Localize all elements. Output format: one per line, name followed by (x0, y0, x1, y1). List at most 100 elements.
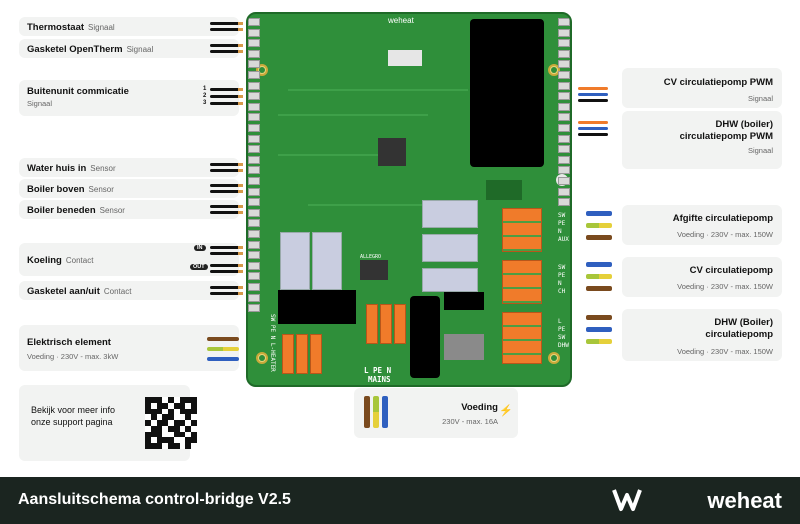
card-cv-pomp: CV circulatiepomp Voeding · 230V - max. … (622, 257, 782, 297)
qr-code[interactable] (145, 397, 197, 449)
label-gasketel-aan: Gasketel aan/uit (27, 286, 100, 297)
header-pin-right (558, 124, 570, 132)
terminal-mains-2 (380, 304, 392, 344)
sub-elektrisch: Voeding · 230V - max. 3kW (27, 352, 119, 361)
label-thermostaat: Thermostaat (27, 22, 85, 33)
header-pin-right (558, 145, 570, 154)
header-pin-left (248, 261, 260, 270)
relay-4 (422, 234, 478, 262)
koeling-in-badge: IN (194, 245, 206, 251)
header-pin-left (248, 92, 260, 101)
label-cv-pwm: CV circulatiepomp PWM (663, 77, 773, 88)
relay-2 (312, 232, 342, 290)
terminal-dhw (502, 312, 542, 364)
pcb-mains-pins: L PE N (364, 366, 392, 375)
header-pin-left (248, 155, 260, 164)
sub-thermostaat: Signaal (88, 23, 115, 32)
pcb-dhw-label: L PE SW DHW (558, 318, 569, 349)
pcb-allegro-chip (360, 260, 388, 280)
header-pin-left (248, 304, 260, 313)
label-water-huis: Water huis in (27, 163, 87, 174)
sub-gasketel-ot: Signaal (126, 45, 154, 54)
header-pin-right (558, 92, 570, 101)
wire-number-1: 1 (203, 86, 207, 92)
card-elektrisch: Elektrisch element Voeding · 230V - max.… (19, 325, 239, 371)
card-cv-pwm: CV circulatiepomp PWM Signaal (622, 68, 782, 108)
relay-1 (280, 232, 310, 290)
header-pin-right (558, 71, 570, 79)
card-support[interactable]: Bekijk voor meer info onze support pagin… (19, 385, 197, 461)
header-pin-left (248, 39, 260, 48)
relay-3 (422, 200, 478, 228)
pcb-mains-label: MAINS (368, 375, 391, 384)
pcb-board: weheat ALLEGRO L PE N MAINS SW PE N L (246, 12, 572, 387)
header-pin-left (248, 198, 260, 207)
label-gasketel-ot: Gasketel OpenTherm (27, 44, 123, 55)
footer-bar: Aansluitschema control-bridge V2.5 wehea… (0, 477, 800, 524)
header-pin-left (248, 293, 260, 302)
header-pin-left (248, 283, 260, 291)
header-pin-left (248, 81, 260, 90)
support-text: Bekijk voor meer info onze support pagin… (31, 405, 116, 427)
sub-koeling: Contact (65, 256, 94, 265)
koeling-out-badge: OUT (190, 264, 208, 270)
label-afgifte: Afgifte circulatiepomp (672, 213, 773, 224)
header-pin-left (248, 124, 260, 132)
header-pin-right (558, 49, 570, 58)
header-pin-right (558, 166, 570, 175)
header-pin-right (558, 177, 570, 185)
bolt-icon: ⚡ (499, 405, 513, 417)
pcb-redacted-block-4 (444, 292, 484, 310)
pcb-aux-label: SW PE N AUX (558, 212, 569, 243)
terminal-heater-3 (310, 334, 322, 374)
pcb-heater-label: SW PE N L-HEATER (269, 314, 276, 372)
header-pin-left (248, 71, 260, 79)
sub-cv-pomp: Voeding · 230V - max. 150W (677, 282, 773, 291)
header-pin-left (248, 208, 260, 217)
header-pin-left (248, 230, 260, 238)
header-pin-right (558, 18, 570, 26)
label-boiler-beneden: Boiler beneden (27, 205, 96, 216)
label-elektrisch: Elektrisch element (27, 337, 111, 348)
card-afgifte: Afgifte circulatiepomp Voeding · 230V - … (622, 205, 782, 245)
header-pin-left (248, 113, 260, 122)
header-pin-left (248, 251, 260, 260)
header-pin-right (558, 187, 570, 196)
wire-number-2: 2 (203, 93, 207, 99)
label-dhw-pomp: DHW (Boiler) circulatiepomp (705, 317, 773, 340)
header-pin-right (558, 113, 570, 122)
pcb-redacted-block-2 (278, 290, 356, 324)
card-dhw-pomp: DHW (Boiler) circulatiepomp Voeding · 23… (622, 309, 782, 361)
terminal-mains-3 (394, 304, 406, 344)
wire-number-3: 3 (203, 100, 207, 106)
sub-cv-pwm: Signaal (747, 94, 773, 103)
header-pin-right (558, 28, 570, 37)
pcb-ch-label: SW PE N CH (558, 264, 566, 295)
header-pin-left (248, 28, 260, 37)
footer-brand: weheat (707, 488, 782, 513)
label-cv-pomp: CV circulatiepomp (689, 265, 773, 276)
terminal-mains-1 (366, 304, 378, 344)
header-pin-left (248, 145, 260, 154)
sub-boiler-boven: Sensor (88, 185, 114, 194)
sub-water-huis: Sensor (90, 164, 116, 173)
weheat-logo-icon (612, 489, 642, 511)
pcb-redacted-block-3 (410, 296, 440, 378)
header-pin-left (248, 49, 260, 58)
label-dhw-pwm: DHW (boiler) circulatiepomp PWM (679, 119, 773, 142)
header-pin-left (248, 272, 260, 281)
header-pin-left (248, 134, 260, 143)
terminal-aux (502, 208, 542, 252)
pcb-mcu-chip (378, 138, 406, 166)
sub-voeding: 230V - max. 16A (442, 417, 498, 426)
header-pin-right (558, 102, 570, 111)
header-pin-left (248, 177, 260, 185)
header-pin-left (248, 219, 260, 228)
